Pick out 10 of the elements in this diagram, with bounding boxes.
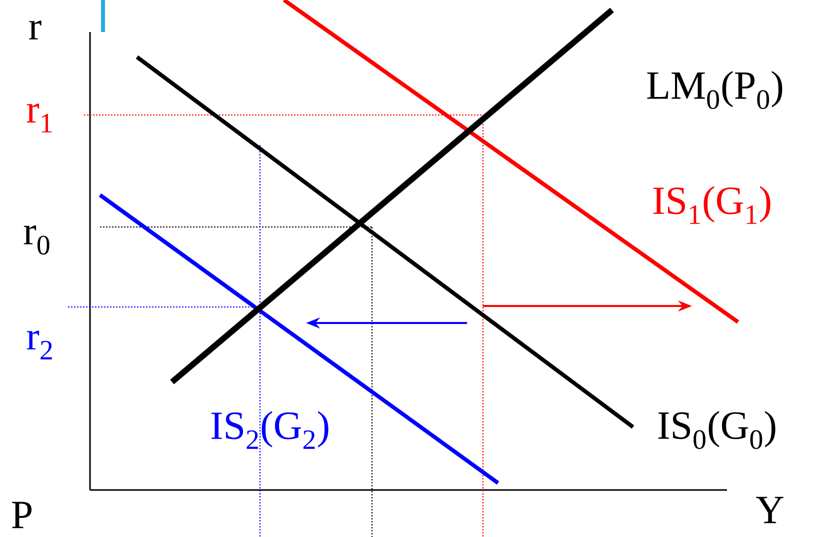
curve-label: LM$_{0}$(P$_{0}$) xyxy=(647,70,782,110)
axis-label: P xyxy=(12,502,32,528)
axis-label: r$_{2}$ xyxy=(26,330,52,360)
curve-label: IS$_{0}$(G$_{0}$) xyxy=(658,410,776,450)
axis-label: Y xyxy=(756,496,784,524)
axis-label: r$_{1}$ xyxy=(26,104,52,132)
curve-label: IS$_{2}$(G$_{2}$) xyxy=(211,411,328,449)
axis-label: r xyxy=(29,20,42,40)
axis-label: r$_{0}$ xyxy=(24,225,50,255)
curve-label: IS$_{1}$(G$_{1}$) xyxy=(653,186,770,224)
